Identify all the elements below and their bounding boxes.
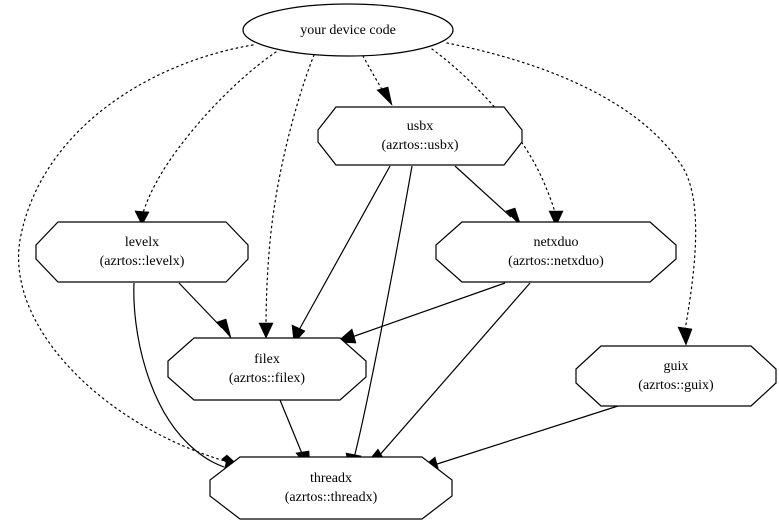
guix-label-line1: guix: [664, 359, 689, 374]
node-device-code[interactable]: your device code: [242, 3, 454, 57]
threadx-label-line1: threadx: [310, 471, 352, 486]
node-netxduo[interactable]: netxduo (azrtos::netxduo): [435, 221, 677, 283]
node-layer: your device code usbx (azrtos::usbx) lev…: [35, 3, 777, 520]
node-guix[interactable]: guix (azrtos::guix): [575, 345, 777, 407]
edge-device-to-filex: [258, 54, 315, 339]
usbx-label-line1: usbx: [407, 119, 433, 134]
device-code-label: your device code: [300, 23, 396, 38]
guix-octagon: [575, 345, 777, 407]
edge-device-to-netxduo: [431, 48, 564, 227]
threadx-octagon: [209, 456, 453, 520]
usbx-label-line2: (azrtos::usbx): [382, 138, 459, 153]
edge-device-to-usbx: [362, 55, 393, 106]
edge-levelx-to-filex: [178, 282, 232, 339]
edge-device-to-levelx: [134, 51, 277, 226]
edge-usbx-to-filex: [291, 165, 391, 344]
node-usbx[interactable]: usbx (azrtos::usbx): [317, 106, 523, 166]
threadx-label-line2: (azrtos::threadx): [285, 490, 378, 505]
netxduo-label-line1: netxduo: [533, 235, 578, 250]
netxduo-label-line2: (azrtos::netxduo): [508, 254, 604, 269]
edge-netxduo-to-filex: [336, 282, 506, 344]
usbx-octagon: [317, 106, 523, 166]
levelx-label-line2: (azrtos::levelx): [100, 254, 185, 269]
node-filex[interactable]: filex (azrtos::filex): [167, 337, 367, 401]
levelx-label-line1: levelx: [125, 235, 159, 250]
edge-netxduo-to-threadx: [365, 282, 531, 465]
filex-label-line1: filex: [254, 352, 280, 367]
guix-label-line2: (azrtos::guix): [638, 378, 714, 393]
edge-device-to-guix: [446, 42, 697, 346]
filex-label-line2: (azrtos::filex): [229, 371, 306, 386]
filex-octagon: [167, 337, 367, 401]
netxduo-octagon: [435, 221, 677, 283]
node-levelx[interactable]: levelx (azrtos::levelx): [35, 221, 249, 283]
node-threadx[interactable]: threadx (azrtos::threadx): [209, 456, 453, 520]
device-code-ellipse: [242, 3, 454, 57]
levelx-octagon: [35, 221, 249, 283]
edge-guix-to-threadx: [419, 405, 619, 472]
edge-usbx-to-threadx: [345, 165, 413, 472]
edge-usbx-to-netxduo: [454, 165, 522, 227]
